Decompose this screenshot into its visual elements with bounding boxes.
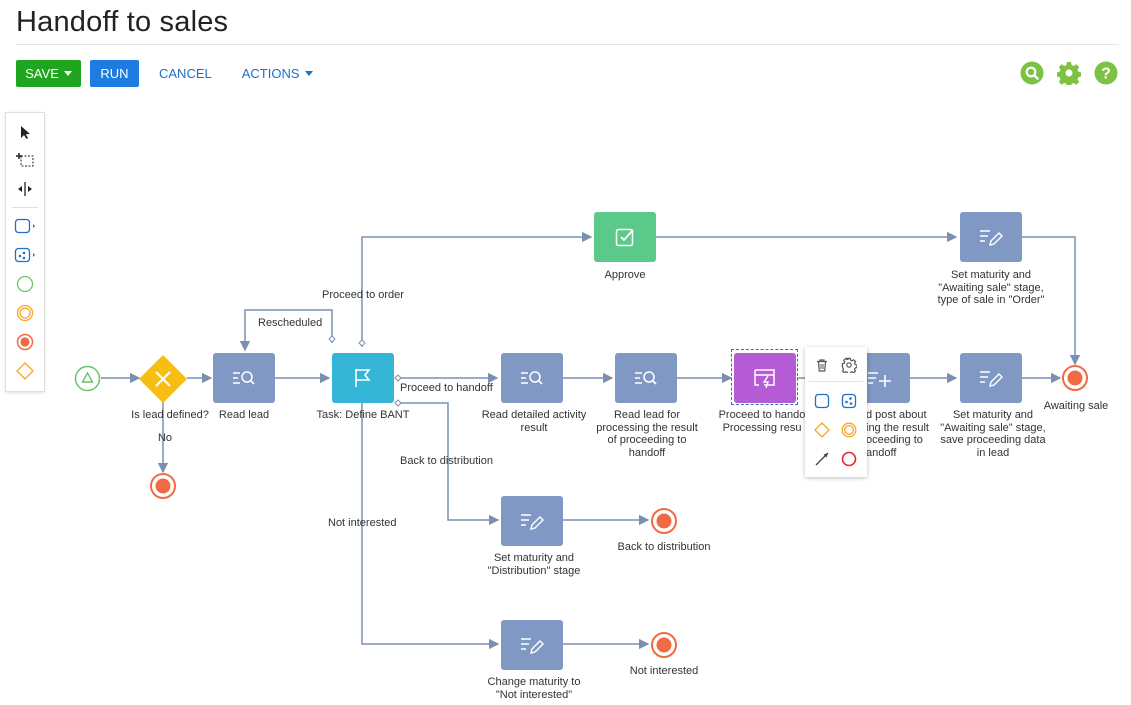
end-event[interactable] bbox=[6, 330, 44, 354]
not-interested-end-node[interactable] bbox=[650, 631, 678, 659]
top-icons: ? bbox=[1020, 61, 1118, 85]
chevron-down-icon bbox=[304, 70, 313, 76]
back-distribution-end-node[interactable] bbox=[650, 507, 678, 535]
modify-data-icon bbox=[980, 371, 1003, 387]
approve-icon bbox=[615, 228, 634, 247]
read-data-icon bbox=[233, 371, 255, 385]
set-distribution-label: Set maturity and "Distribution" stage bbox=[487, 552, 581, 577]
space-tool[interactable] bbox=[6, 177, 44, 201]
settings-icon[interactable] bbox=[838, 354, 860, 376]
start-event[interactable] bbox=[6, 272, 44, 296]
save-button-label: SAVE bbox=[25, 65, 59, 81]
awaiting-sale-label: Awaiting sale bbox=[1043, 400, 1109, 412]
edge-label-back-distribution: Back to distribution bbox=[400, 455, 493, 467]
modify-data-icon bbox=[980, 230, 1003, 246]
context-divider bbox=[809, 381, 863, 382]
intermediate-event[interactable] bbox=[6, 301, 44, 325]
connector[interactable] bbox=[811, 448, 833, 470]
set-order-node[interactable] bbox=[960, 212, 1022, 262]
task-define-bant-label: Task: Define BANT bbox=[316, 409, 410, 421]
flag-icon bbox=[355, 369, 371, 387]
edge-source-diamond bbox=[328, 335, 336, 343]
svg-text:?: ? bbox=[1101, 66, 1111, 83]
proceed-handoff-label: Proceed to hando Processing resu bbox=[718, 409, 806, 434]
modify-data-icon bbox=[521, 514, 544, 530]
element-palette bbox=[5, 112, 45, 392]
run-button[interactable]: RUN bbox=[90, 59, 139, 87]
read-data-icon bbox=[521, 371, 543, 385]
page-title: Handoff to sales bbox=[16, 6, 229, 38]
add-post-label: d post about ing the result oceeding to … bbox=[866, 409, 929, 459]
read-processing-label: Read lead for processing the result of p… bbox=[596, 409, 698, 459]
add-data-icon bbox=[868, 372, 891, 387]
task-define-bant-node[interactable] bbox=[332, 353, 394, 403]
subprocess-icon bbox=[754, 369, 775, 389]
change-maturity-label: Change maturity to "Not interested" bbox=[487, 676, 581, 701]
edge-label-proceed-handoff: Proceed to handoff bbox=[400, 382, 493, 394]
edge-label-proceed-order: Proceed to order bbox=[322, 289, 404, 301]
awaiting-sale-end-node[interactable] bbox=[1061, 364, 1089, 392]
back-distribution-end-label: Back to distribution bbox=[617, 541, 711, 553]
approve-node[interactable] bbox=[594, 212, 656, 262]
start-event-node[interactable] bbox=[74, 365, 101, 392]
gear-icon[interactable] bbox=[1057, 61, 1081, 85]
task-element[interactable] bbox=[811, 390, 833, 412]
subprocess-element[interactable] bbox=[838, 390, 860, 412]
selection-outline bbox=[731, 349, 798, 405]
edge-rescheduled bbox=[239, 309, 333, 352]
task-element[interactable] bbox=[6, 214, 44, 238]
edge-source-diamond bbox=[394, 399, 402, 407]
actions-label: ACTIONS bbox=[241, 65, 300, 81]
read-activity-node[interactable] bbox=[501, 353, 563, 403]
gateway-label: Is lead defined? bbox=[131, 409, 209, 421]
set-order-label: Set maturity and "Awaiting sale" stage, … bbox=[937, 269, 1045, 306]
modify-data-icon bbox=[521, 638, 544, 654]
not-interested-end-label: Not interested bbox=[629, 665, 699, 677]
gateway[interactable] bbox=[6, 359, 44, 383]
read-processing-node[interactable] bbox=[615, 353, 677, 403]
read-data-icon bbox=[635, 371, 657, 385]
change-maturity-node[interactable] bbox=[501, 620, 563, 670]
chevron-down-icon bbox=[63, 70, 72, 76]
delete-icon[interactable] bbox=[811, 354, 833, 376]
set-save-node[interactable] bbox=[960, 353, 1022, 403]
gateway[interactable] bbox=[811, 419, 833, 441]
read-activity-label: Read detailed activity result bbox=[481, 409, 587, 434]
end-event[interactable] bbox=[838, 448, 860, 470]
set-save-label: Set maturity and "Awaiting sale" stage, … bbox=[940, 409, 1046, 459]
element-context-menu bbox=[805, 347, 867, 477]
edge-source-diamond bbox=[394, 374, 402, 382]
approve-label: Approve bbox=[604, 269, 646, 281]
read-lead-node[interactable] bbox=[213, 353, 275, 403]
edge-label-not-interested: Not interested bbox=[328, 517, 397, 529]
edge-label-rescheduled: Rescheduled bbox=[258, 317, 323, 329]
palette-divider bbox=[12, 207, 38, 208]
pointer-tool[interactable] bbox=[6, 120, 44, 144]
proceed-handoff-node[interactable] bbox=[734, 353, 796, 403]
title-divider bbox=[16, 44, 1119, 45]
subprocess-element[interactable] bbox=[6, 243, 44, 267]
lasso-select-tool[interactable] bbox=[6, 148, 44, 172]
toolbar: SAVE RUN CANCEL ACTIONS bbox=[16, 59, 313, 87]
end-event-node[interactable] bbox=[149, 472, 177, 500]
help-icon[interactable]: ? bbox=[1094, 61, 1118, 85]
edge-label-no: No bbox=[157, 432, 173, 444]
edge-source-diamond bbox=[358, 339, 366, 347]
read-lead-label: Read lead bbox=[218, 409, 270, 421]
set-distribution-node[interactable] bbox=[501, 496, 563, 546]
search-icon[interactable] bbox=[1020, 61, 1044, 85]
save-button[interactable]: SAVE bbox=[16, 59, 81, 87]
intermediate-event[interactable] bbox=[838, 419, 860, 441]
cancel-button[interactable]: CANCEL bbox=[159, 65, 212, 81]
gateway-node[interactable] bbox=[138, 354, 188, 404]
actions-button[interactable]: ACTIONS bbox=[242, 60, 313, 87]
